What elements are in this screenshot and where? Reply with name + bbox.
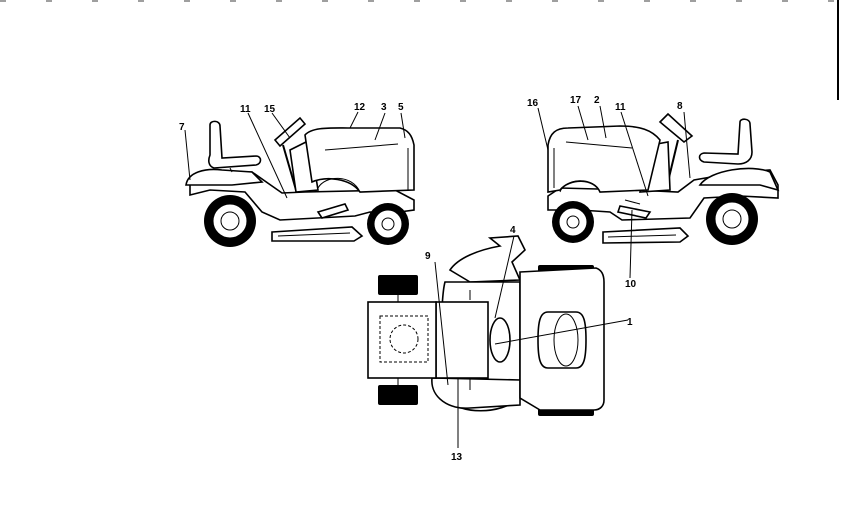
callout-16: 16 <box>527 98 539 109</box>
tractor-top-view: 9 4 1 13 <box>367 225 633 463</box>
callout-11: 11 <box>240 104 251 115</box>
callout-12: 12 <box>354 102 366 113</box>
callout-3: 3 <box>381 102 387 113</box>
callout-8: 8 <box>677 101 683 112</box>
callout-17: 17 <box>570 95 582 106</box>
callout-10: 10 <box>625 279 637 290</box>
callout-5: 5 <box>398 102 404 113</box>
callout-15: 15 <box>264 104 276 115</box>
callout-1: 1 <box>627 317 633 328</box>
callout-13: 13 <box>451 452 463 463</box>
callout-2: 2 <box>594 95 600 106</box>
tractor-left-side-view: 7 11 15 12 3 5 <box>179 102 415 247</box>
tractor-right-side-view: 16 17 2 11 8 10 <box>527 95 780 290</box>
page-border-marks <box>0 0 848 100</box>
callout-7: 7 <box>179 122 185 133</box>
callout-9: 9 <box>425 251 431 262</box>
callout-11: 11 <box>615 102 626 113</box>
callout-4: 4 <box>510 225 516 236</box>
